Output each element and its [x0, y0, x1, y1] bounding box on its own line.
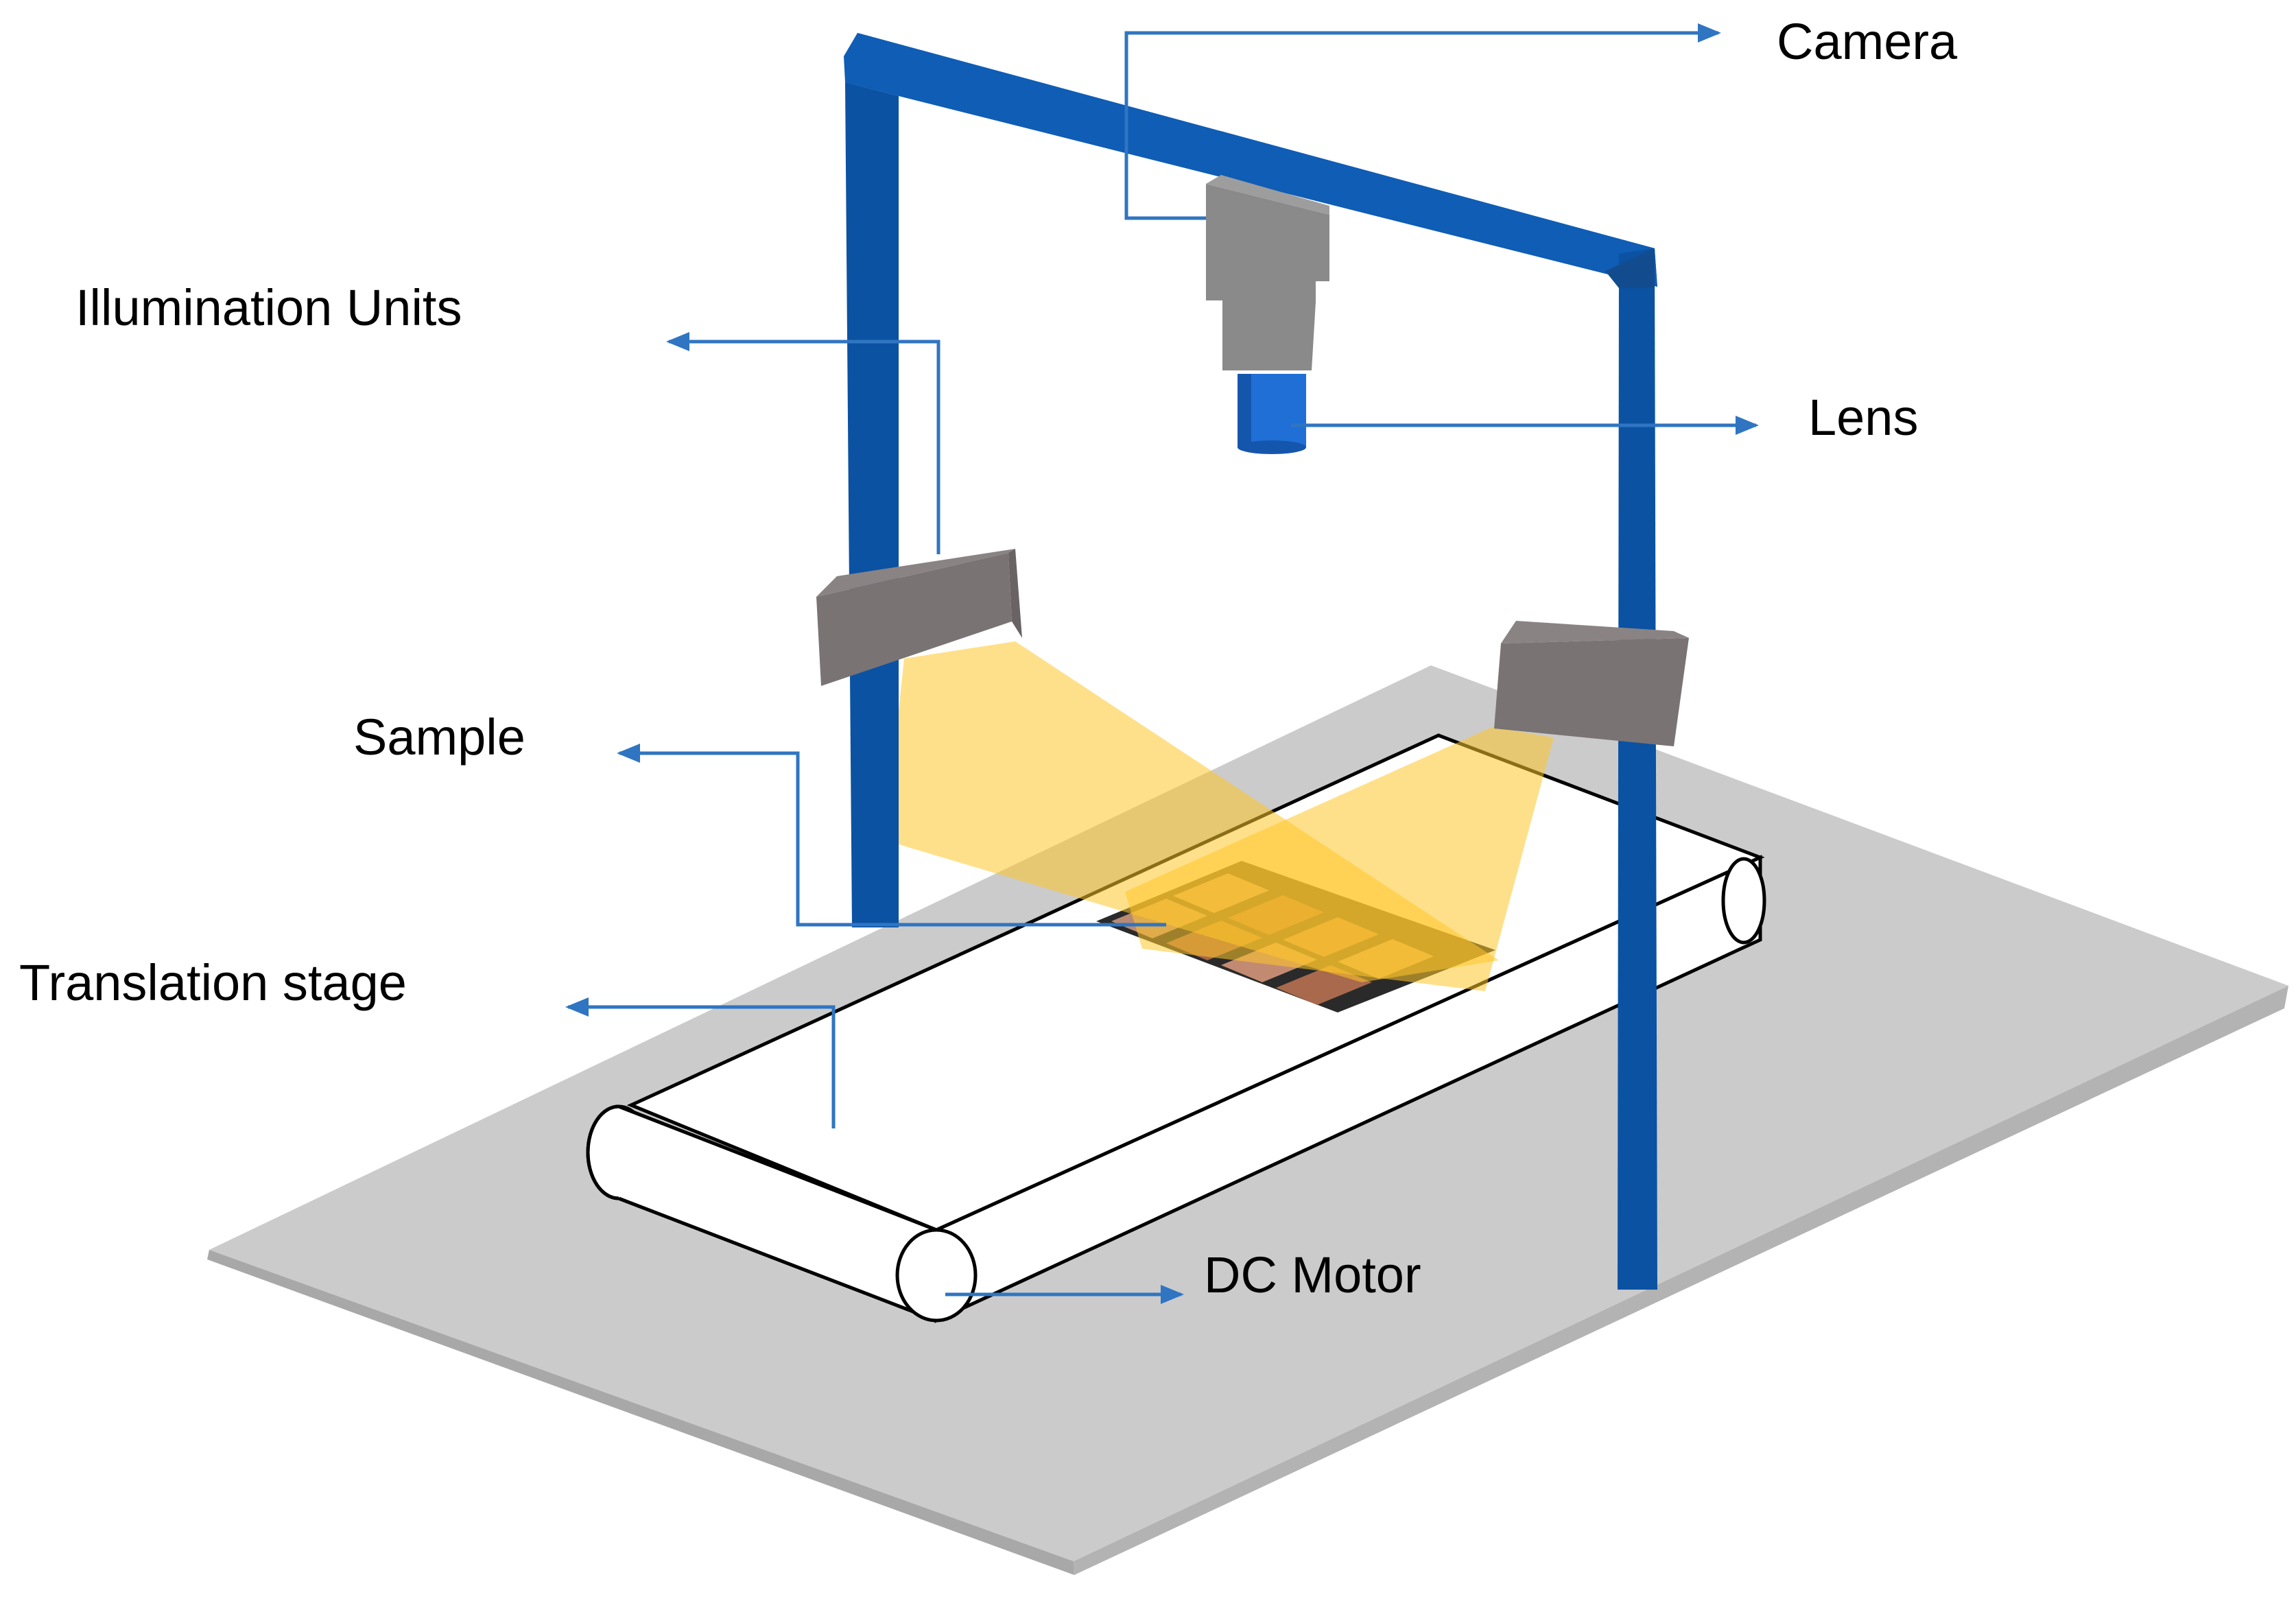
illumination-units-label: Illumination Units	[75, 279, 462, 336]
gantry-frame	[844, 33, 1657, 1290]
light-beams	[885, 641, 1554, 991]
camera-leader	[1124, 23, 1721, 220]
sample-leader	[617, 744, 1166, 927]
lens-label: Lens	[1808, 389, 1919, 446]
camera-label: Camera	[1777, 13, 1958, 70]
illumination-unit-right	[1494, 621, 1689, 746]
lens	[1238, 374, 1306, 454]
translation-leader	[565, 997, 836, 1128]
illumination-unit-left	[816, 549, 1022, 686]
illumination-leader	[666, 332, 940, 554]
translation-stage-label: Translation stage	[19, 954, 407, 1011]
camera	[1206, 175, 1329, 370]
sample-label: Sample	[353, 709, 525, 766]
dc-motor-label: DC Motor	[1204, 1246, 1421, 1303]
